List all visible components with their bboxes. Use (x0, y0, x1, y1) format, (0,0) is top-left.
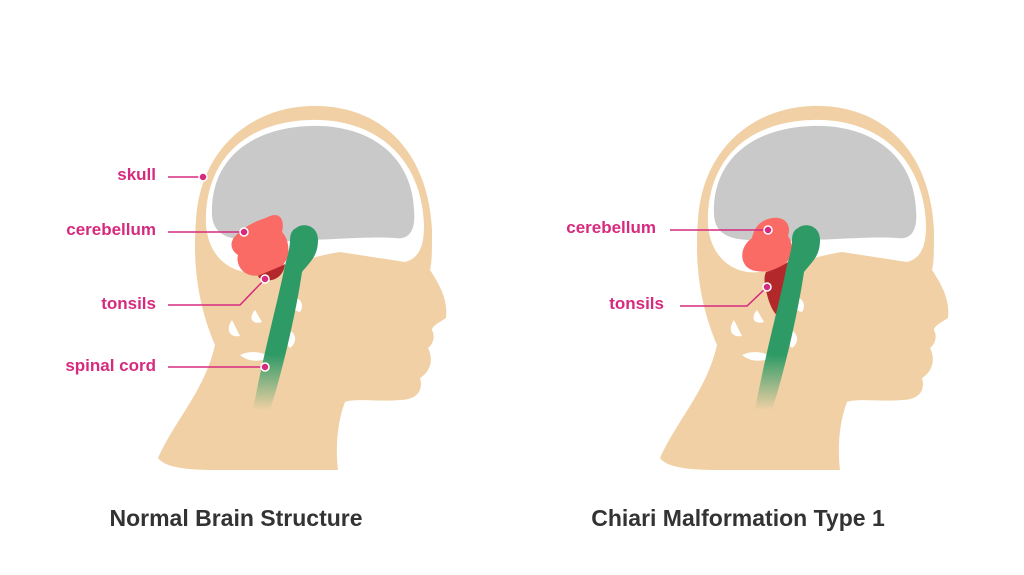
left-head-illustration (158, 105, 447, 470)
label-tonsils-left: tonsils (101, 294, 156, 313)
title-chiari-malformation: Chiari Malformation Type 1 (591, 505, 885, 531)
left-tonsils-pointer (168, 274, 270, 306)
right-spinal-cord (755, 225, 820, 410)
left-skull-pointer (168, 172, 208, 182)
label-cerebellum-left: cerebellum (66, 220, 156, 239)
right-cerebellum-pointer (670, 225, 773, 235)
right-head-illustration (660, 105, 949, 470)
label-spinal-cord: spinal cord (65, 356, 156, 375)
right-head-skull (660, 105, 949, 470)
label-tonsils-right: tonsils (609, 294, 664, 313)
right-cerebellum (742, 217, 792, 272)
left-cerebellum-pointer (168, 227, 249, 237)
left-spinal-cord (253, 225, 318, 410)
left-head-skull (158, 105, 447, 470)
title-normal-brain: Normal Brain Structure (109, 505, 363, 531)
label-cerebellum-right: cerebellum (566, 218, 656, 237)
right-tonsils-pointer (680, 282, 772, 307)
label-skull: skull (117, 165, 156, 184)
left-spinal-cord-pointer (168, 362, 270, 372)
